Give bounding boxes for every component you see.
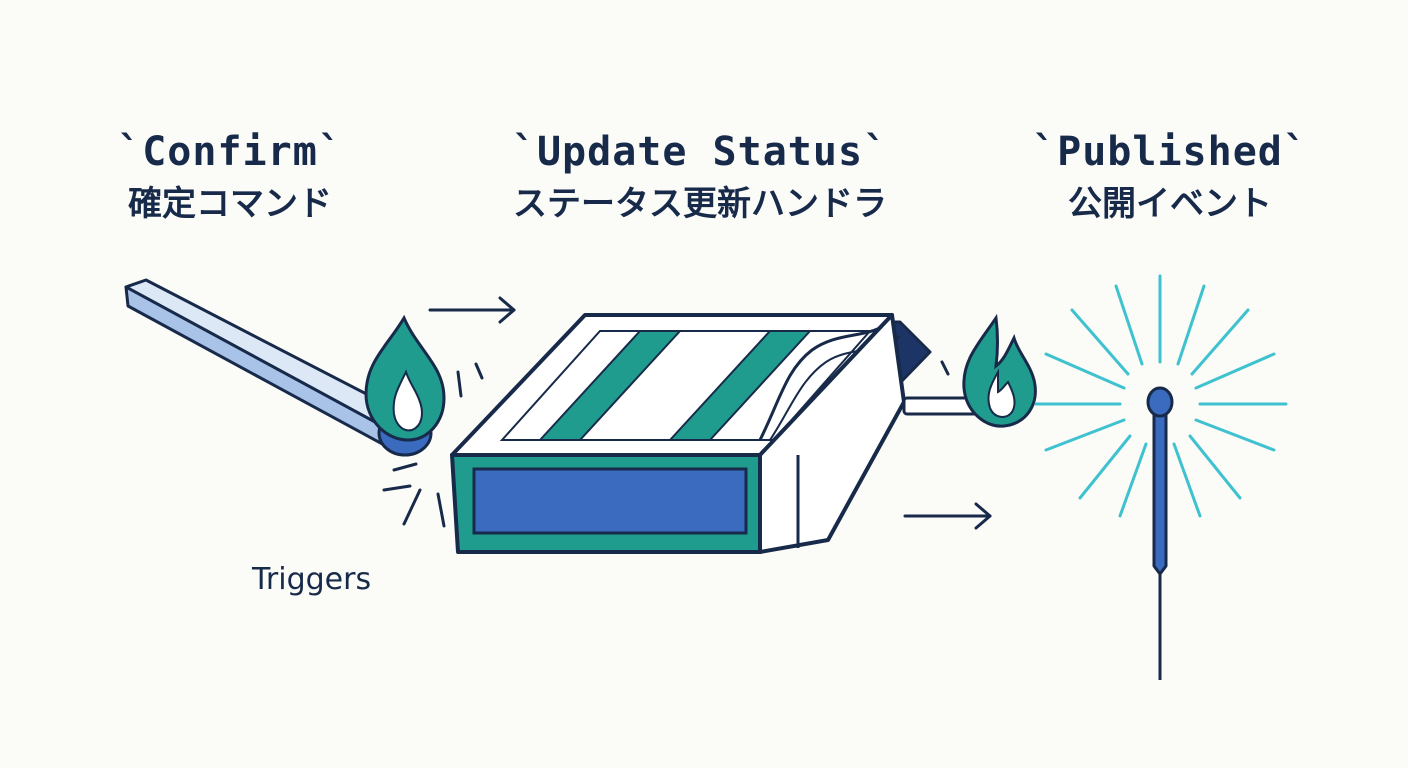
update-status-code-label: `Update Status` bbox=[511, 129, 889, 175]
striking-flame-icon bbox=[962, 313, 1037, 428]
arrow-right-icon bbox=[903, 502, 992, 530]
left-match-icon bbox=[124, 278, 433, 457]
left-flame-icon bbox=[364, 314, 446, 442]
triggers-annotation: Triggers bbox=[252, 562, 372, 597]
spark-burst-icon bbox=[1034, 274, 1288, 518]
confirm-jp-label: 確定コマンド bbox=[128, 184, 332, 224]
published-code-label: `Published` bbox=[1032, 129, 1308, 175]
published-match-icon bbox=[1146, 386, 1174, 680]
update-status-jp-label: ステータス更新ハンドラ bbox=[513, 184, 887, 224]
confirm-code-label: `Confirm` bbox=[117, 129, 343, 175]
stage-update-status-label: `Update Status` ステータス更新ハンドラ bbox=[440, 128, 960, 226]
stage-confirm-label: `Confirm` 確定コマンド bbox=[60, 128, 400, 226]
left-spark-lines bbox=[382, 362, 484, 528]
matchbox-icon bbox=[450, 313, 932, 554]
arrow-right-icon bbox=[428, 296, 516, 324]
published-jp-label: 公開イベント bbox=[1068, 184, 1272, 224]
stage-published-label: `Published` 公開イベント bbox=[1000, 128, 1340, 226]
